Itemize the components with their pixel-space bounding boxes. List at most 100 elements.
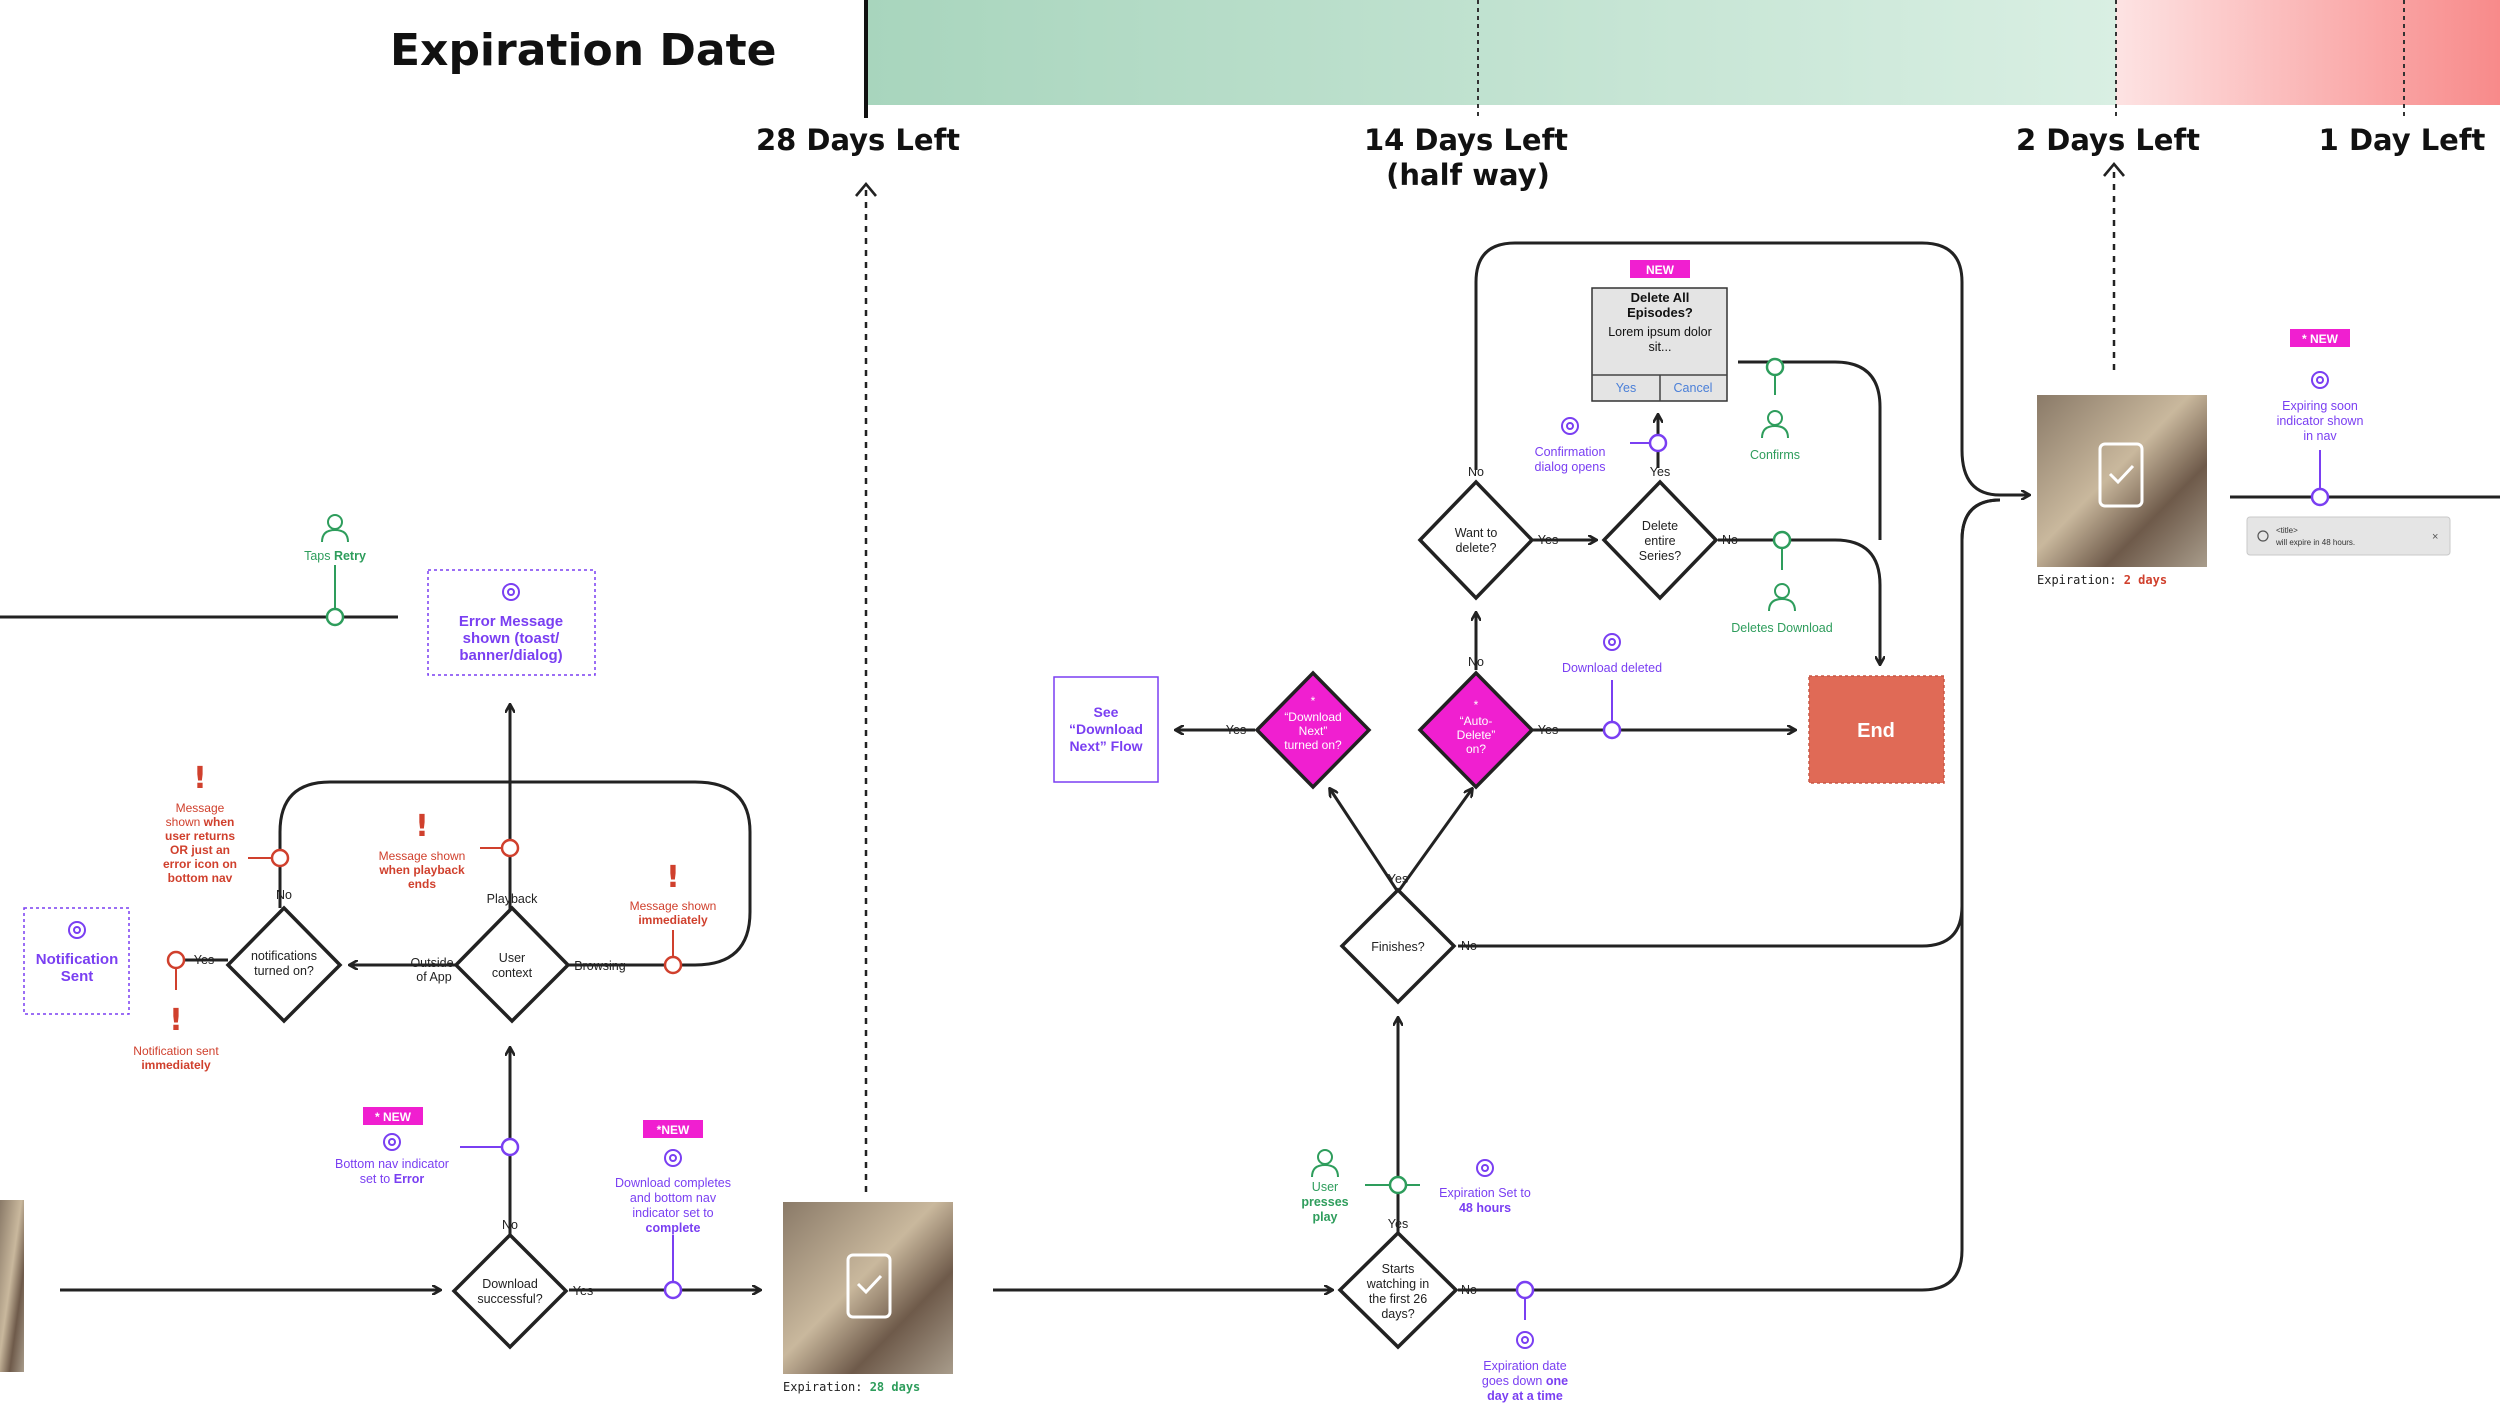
user-presses-2: presses — [1301, 1195, 1348, 1209]
toast-title: <title> — [2276, 526, 2298, 535]
msg-immediately-1: Message shown — [630, 899, 717, 913]
arrowhead-28 — [855, 181, 877, 197]
check-icon-2 — [2108, 464, 2135, 485]
user-icon-presses — [1311, 1149, 1339, 1178]
label-yes-dlnext: Yes — [1226, 723, 1246, 737]
d-want-delete-2: delete? — [1455, 541, 1496, 555]
d-auto-2: “Auto- — [1460, 714, 1493, 728]
label-2-days: 2 Days Left — [2016, 123, 2200, 157]
left-decisions — [225, 905, 571, 1350]
alert-icon-notification: ! — [169, 1003, 183, 1038]
label-yes-auto: Yes — [1538, 723, 1558, 737]
label-yes-download: Yes — [573, 1284, 593, 1298]
new-badge-download — [643, 1120, 703, 1138]
label-no-auto: No — [1468, 655, 1484, 669]
user-presses-3: play — [1312, 1210, 1337, 1224]
label-no-finishes: No — [1461, 939, 1477, 953]
see-next-1: See — [1094, 704, 1119, 720]
new-badge-expiring — [2290, 329, 2350, 347]
error-box-line-1: Error Message — [459, 613, 563, 630]
label-no-want: No — [1468, 465, 1484, 479]
toast-body: will expire in 48 hours. — [2275, 538, 2355, 547]
label-yes-finishes: Yes — [1388, 872, 1408, 886]
label-yes-want: Yes — [1538, 533, 1558, 547]
d-user-context-1: User — [499, 951, 525, 965]
timeline-green-bar — [866, 0, 2116, 105]
user-icon-retry — [321, 514, 349, 543]
d-dl-next-2: “Download — [1284, 710, 1341, 724]
new-badge-dialog — [1630, 260, 1690, 278]
gear-icons — [68, 371, 2329, 1349]
label-playback: Playback — [487, 892, 538, 906]
thumb-2-caption: Expiration: 2 days — [2037, 573, 2167, 587]
error-box-line-2: shown (toast/ — [463, 630, 560, 647]
dialog-cancel-button[interactable]: Cancel — [1674, 381, 1713, 395]
d-notifications-2: turned on? — [254, 964, 314, 978]
msg-playback-3: ends — [408, 877, 436, 891]
d-user-context-2: context — [492, 966, 533, 980]
confirmation-opens-1: Confirmation — [1535, 445, 1606, 459]
dialog-title-2: Episodes? — [1627, 305, 1693, 320]
end-label: End — [1857, 720, 1895, 742]
exp-goes-3: day at a time — [1487, 1389, 1563, 1403]
alert-icon-returns: ! — [193, 761, 207, 796]
msg-returns-4: OR just an — [170, 843, 230, 857]
new-badge-download-text: *NEW — [657, 1123, 690, 1137]
magenta-decisions — [1254, 670, 1535, 790]
label-no-download: No — [502, 1218, 518, 1232]
msg-returns-1: Message — [176, 801, 225, 815]
new-badge-bottom-nav — [363, 1107, 423, 1125]
label-yes-series: Yes — [1650, 465, 1670, 479]
right-decisions — [1337, 479, 1719, 1350]
check-icon-1 — [856, 1274, 883, 1295]
d-dl-next-3: Next” — [1299, 724, 1328, 738]
toast-close-icon[interactable]: × — [2432, 531, 2438, 543]
notif-box-line-2: Sent — [61, 968, 94, 985]
dl-complete-3: indicator set to — [632, 1206, 713, 1220]
exp-goes-1: Expiration date — [1483, 1359, 1566, 1373]
exp-set-1: Expiration Set to — [1439, 1186, 1531, 1200]
exp-goes-2: goes down one — [1482, 1374, 1568, 1388]
alert-icon-immediately: ! — [666, 860, 680, 895]
expiring-soon-1: Expiring soon — [2282, 399, 2358, 413]
msg-immediately-2: immediately — [638, 913, 708, 927]
label-outside-1: Outside — [410, 956, 453, 970]
dialog-yes-button[interactable]: Yes — [1616, 381, 1636, 395]
dl-complete-4: complete — [646, 1221, 701, 1235]
msg-returns-2: shown when — [166, 815, 235, 829]
end-box — [1808, 675, 1945, 784]
device-frame-icon-2 — [2098, 442, 2144, 508]
d-download-2: successful? — [477, 1292, 542, 1306]
expiring-soon-2: indicator shown — [2277, 414, 2364, 428]
dialog-body-1: Lorem ipsum dolor — [1608, 325, 1712, 339]
msg-returns-5: error icon on — [163, 857, 237, 871]
alert-icon-playback: ! — [415, 809, 429, 844]
see-next-3: Next” Flow — [1069, 738, 1142, 754]
error-box-line-3: banner/dialog) — [459, 647, 562, 664]
confirmation-opens-2: dialog opens — [1535, 460, 1606, 474]
bottom-nav-2: set to Error — [360, 1172, 425, 1186]
bottom-nav-1: Bottom nav indicator — [335, 1157, 449, 1171]
d-delete-series-1: Delete — [1642, 519, 1678, 533]
new-badge-dialog-text: NEW — [1646, 263, 1675, 277]
user-icon-deletes — [1768, 583, 1796, 612]
label-no-notif: No — [276, 888, 292, 902]
label-yes-notif: Yes — [194, 953, 214, 967]
d-auto-4: on? — [1466, 742, 1486, 756]
thumbnail-left-edge — [0, 1200, 24, 1372]
new-badge-bottom-nav-text: * NEW — [375, 1110, 412, 1124]
d-finishes: Finishes? — [1371, 940, 1425, 954]
dl-complete-2: and bottom nav — [630, 1191, 717, 1205]
expiring-soon-3: in nav — [2303, 429, 2337, 443]
msg-playback-2: when playback — [378, 863, 465, 877]
see-next-2: “Download — [1069, 721, 1143, 737]
label-yes-starts: Yes — [1388, 1217, 1408, 1231]
line-handles — [166, 357, 2330, 1320]
d-dl-next-1: * — [1311, 694, 1316, 708]
user-icon-confirms — [1761, 410, 1789, 439]
arrowhead-2 — [2103, 161, 2125, 177]
d-starts-4: days? — [1381, 1307, 1414, 1321]
see-download-next-box — [1053, 676, 1159, 783]
label-browsing: Browsing — [574, 959, 625, 973]
confirms-text: Confirms — [1750, 448, 1800, 462]
